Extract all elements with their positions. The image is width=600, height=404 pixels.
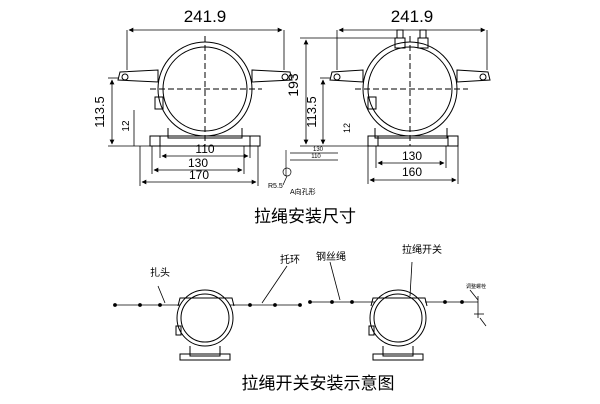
detail-dim-b: 110: [311, 154, 321, 160]
right-height-side: 113.5: [304, 96, 319, 128]
left-small-height: 12: [121, 120, 132, 132]
install-right-labels: 钢丝绳 拉绳开关 调整螺栓: [316, 243, 486, 290]
detail-radius: R5.5: [268, 183, 283, 190]
label-support-ring: 托环: [280, 253, 300, 266]
right-dimension-lines: [300, 27, 488, 184]
label-steel-wire-rope: 钢丝绳: [316, 250, 346, 263]
install-right-rope: [308, 261, 487, 327]
left-base-mid: 130: [188, 156, 208, 170]
detail-view-a: [282, 150, 338, 186]
right-switch-housing: [329, 29, 491, 147]
label-pull-rope-switch: 拉绳开关: [402, 243, 442, 256]
install-left-rope: [113, 265, 302, 307]
right-width-top: 241.9: [391, 7, 434, 26]
right-base-outer: 160: [402, 165, 422, 179]
dimensions-title: 拉绳安装尺寸: [254, 207, 356, 227]
label-clamp-head: 扎头: [150, 266, 170, 279]
right-dimension-texts: 241.9 193 113.5 12 130 160: [285, 7, 433, 179]
right-small-height: 12: [342, 123, 352, 133]
left-dimension-lines: [108, 27, 285, 186]
detail-view-texts: 130 110 R5.5 A向孔形: [268, 147, 324, 196]
detail-dim-a: 130: [313, 147, 324, 153]
left-dimension-texts: 241.9 113.5 12 110 130 170: [92, 7, 226, 182]
left-switch-housing: [117, 36, 293, 147]
left-base-inner: 110: [195, 142, 214, 156]
right-base-inner: 130: [402, 149, 422, 163]
left-height-side: 113.5: [92, 96, 107, 128]
install-right-switch: [368, 289, 428, 361]
install-left-switch: [175, 289, 235, 361]
left-width-top: 241.9: [184, 7, 227, 26]
left-base-outer: 170: [189, 168, 209, 182]
install-left-labels: 扎头 托环: [150, 253, 300, 279]
detail-caption: A向孔形: [290, 187, 316, 196]
right-height-total: 193: [285, 73, 301, 97]
installation-title: 拉绳开关安装示意图: [242, 374, 395, 394]
label-adjust-screw: 调整螺栓: [466, 283, 486, 290]
